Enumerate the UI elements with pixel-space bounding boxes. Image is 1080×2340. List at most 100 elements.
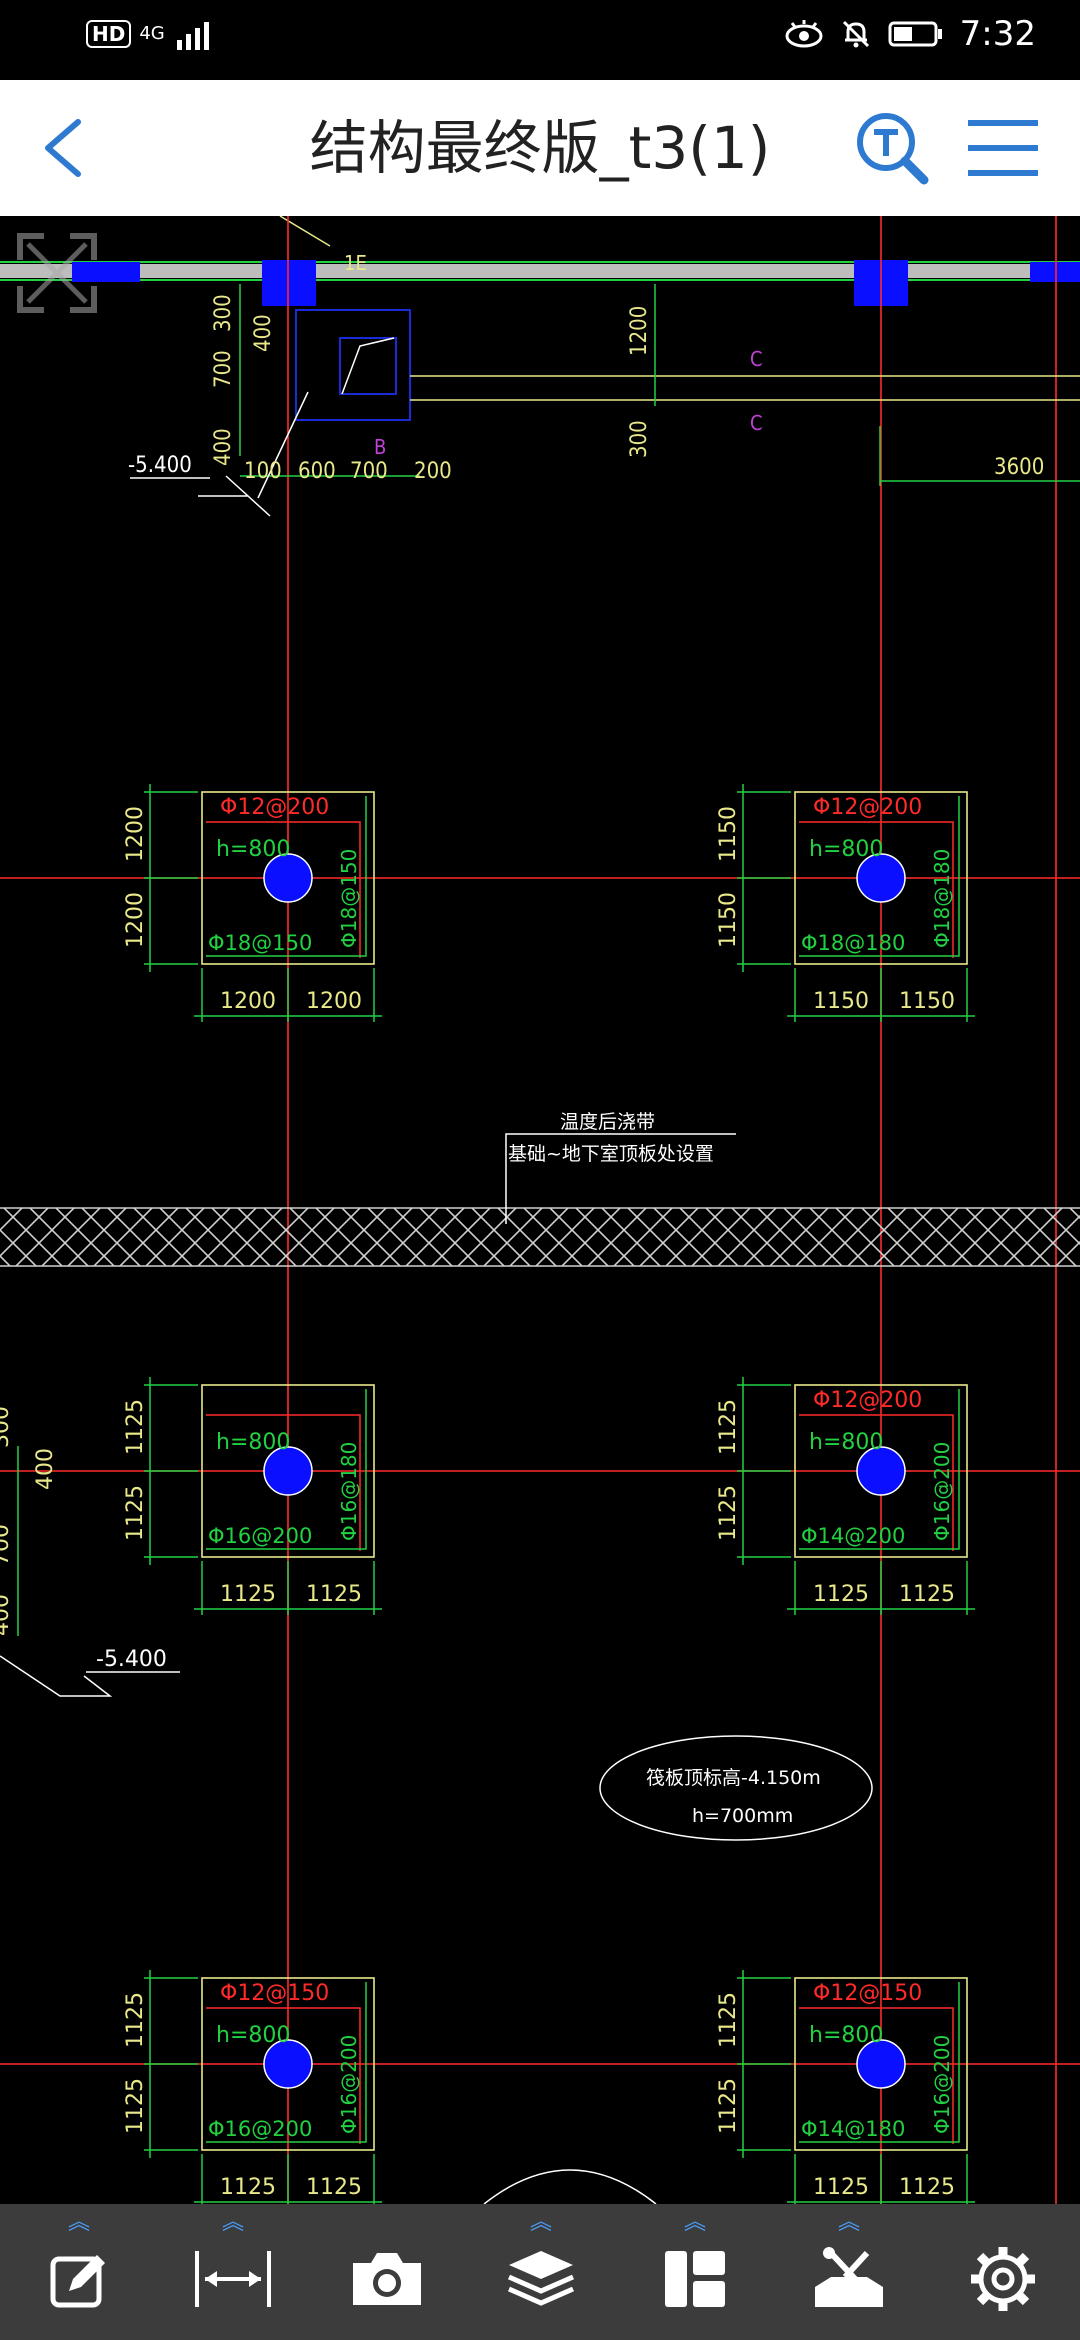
measure-icon (195, 2251, 271, 2307)
text-search-icon[interactable] (852, 108, 932, 188)
dim-text: 700 (350, 459, 388, 484)
menu-icon[interactable] (966, 116, 1040, 180)
dim-text: 1125 (306, 2175, 362, 2200)
dim-text: 1125 (716, 2078, 741, 2134)
bottom-rebar-text: Φ16@200 (208, 1524, 312, 1548)
rebar-line (206, 796, 367, 957)
dim-text: 1125 (813, 1582, 869, 1607)
rebar-line (206, 821, 361, 958)
elevation-text: -5.400 (96, 1647, 167, 1672)
side-rebar-text: Φ16@180 (337, 1442, 361, 1541)
dim-text: 300 (211, 294, 236, 332)
hd-badge: HD (86, 20, 132, 48)
dim-text: 300 (627, 420, 652, 458)
chevron-up-icon: ︽ (837, 2210, 861, 2235)
top-detail: 300 400 700 400 100 600 700 200 1200 300… (128, 251, 1080, 517)
layers-button[interactable]: ︽ (464, 2204, 618, 2340)
cad-drawing[interactable]: 300 400 700 400 100 600 700 200 1200 300… (0, 216, 1080, 2204)
post-pour-note-2: 基础~地下室顶板处设置 (508, 1143, 714, 1165)
wall-column-4 (1030, 262, 1080, 282)
side-rebar-text: Φ16@200 (930, 2035, 954, 2134)
dim-text: 200 (414, 459, 452, 484)
footing-outline (794, 1977, 968, 2151)
chevron-up-icon: ︽ (221, 2210, 245, 2235)
top-rebar-text: Φ12@200 (220, 795, 329, 820)
post-pour-note-1: 温度后浇带 (560, 1111, 655, 1133)
bottom-toolbar: ︽ ︽ ︽ ︽ (0, 2204, 1080, 2340)
axis-label: 1E (344, 251, 367, 275)
chevron-up-icon: ︽ (683, 2210, 707, 2235)
pile-circle (856, 853, 906, 903)
axis-label: B (374, 435, 386, 459)
status-bar: HD 4G 7:32 (0, 0, 1080, 80)
thickness-text: h=800 (809, 1430, 883, 1455)
dim-text: 400 (211, 428, 236, 466)
side-rebar-text: Φ18@180 (930, 849, 954, 948)
camera-icon (353, 2253, 421, 2305)
rebar-line (799, 821, 954, 958)
pile-circle (263, 2039, 313, 2089)
chevron-up-icon: ︽ (67, 2210, 91, 2235)
footing-outline (201, 1384, 375, 1558)
dim-text: 1125 (716, 1485, 741, 1541)
rebar-line (799, 1982, 960, 2143)
settings-icon (971, 2247, 1035, 2311)
back-arrow-icon[interactable] (34, 116, 94, 180)
wall-column-2 (262, 260, 316, 306)
dim-text: 1125 (220, 1582, 276, 1607)
dim-text: 1125 (123, 2078, 148, 2134)
tools-button[interactable]: ︽ (772, 2204, 926, 2340)
dim-text: 300 (0, 1406, 14, 1448)
cad-drawing-canvas[interactable]: 300 400 700 400 100 600 700 200 1200 300… (0, 216, 1080, 2204)
side-rebar-text: Φ16@200 (930, 1442, 954, 1541)
raft-elev-2: h=700mm (692, 1805, 793, 1827)
footing-outline (794, 1384, 968, 1558)
top-rebar-text: Φ12@200 (813, 795, 922, 820)
eye-comfort-icon (785, 20, 823, 48)
dim-text: 400 (0, 1594, 14, 1636)
dim-text: 1125 (220, 2175, 276, 2200)
dim-text: 1200 (123, 892, 148, 948)
axis-label: C (750, 411, 763, 435)
status-left: HD 4G (86, 18, 217, 50)
rebar-line (206, 2007, 361, 2144)
dim-text: 1125 (899, 1582, 955, 1607)
dim-text: 1125 (123, 1399, 148, 1455)
dim-text: 1200 (627, 306, 652, 356)
measure-button[interactable]: ︽ (156, 2204, 310, 2340)
bottom-rebar-text: Φ16@200 (208, 2117, 312, 2141)
dim-text: 400 (33, 1448, 58, 1490)
pile-circle (263, 1446, 313, 1496)
settings-button[interactable] (926, 2204, 1080, 2340)
top-rebar-text: Φ12@150 (813, 1981, 922, 2006)
dim-text: 100 (244, 459, 282, 484)
mute-icon (842, 20, 869, 48)
wall-band (0, 264, 1080, 278)
dim-text: 700 (0, 1524, 14, 1566)
dim-text: 1125 (123, 1485, 148, 1541)
signal-icon (176, 22, 209, 50)
thickness-text: h=800 (216, 2023, 290, 2048)
footing-outline (794, 791, 968, 965)
status-right: 7:32 (784, 14, 1036, 54)
layout-icon (665, 2251, 725, 2307)
footing-outline (201, 1977, 375, 2151)
screenshot-button[interactable] (310, 2204, 464, 2340)
fullscreen-icon[interactable] (17, 233, 97, 313)
dim-text: 1200 (306, 989, 362, 1014)
top-rebar-text: Φ12@200 (813, 1388, 922, 1413)
thickness-text: h=800 (809, 837, 883, 862)
side-rebar-text: Φ16@200 (337, 2035, 361, 2134)
layers-icon (507, 2251, 575, 2306)
axis-label: C (750, 347, 763, 371)
dim-text: 1125 (716, 1399, 741, 1455)
thickness-text: h=800 (216, 1430, 290, 1455)
dim-text: 1125 (899, 2175, 955, 2200)
layout-button[interactable]: ︽ (618, 2204, 772, 2340)
network-type: 4G (139, 23, 165, 44)
rebar-line (799, 1389, 960, 1550)
wall-column-1 (72, 262, 140, 282)
raft-elevation-ellipse (599, 1735, 873, 1841)
edit-button[interactable]: ︽ (2, 2204, 156, 2340)
side-rebar-text: Φ18@150 (337, 849, 361, 948)
